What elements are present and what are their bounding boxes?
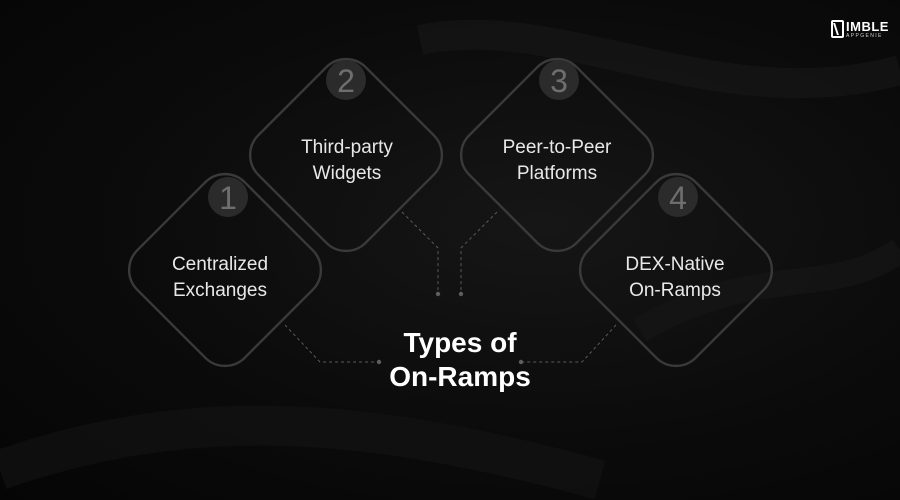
node-1-number: 1	[219, 180, 237, 216]
node-4-label-line2: On-Ramps	[629, 280, 721, 301]
background-wave-right	[633, 239, 900, 342]
diagram-title-line1: Types of	[403, 327, 517, 358]
connector-line-3	[460, 211, 498, 292]
background-wave-bottom	[0, 405, 606, 500]
brand-name: IMBLE	[846, 19, 889, 34]
node-2-diamond	[248, 57, 444, 253]
node-4-number-badge	[658, 177, 698, 217]
node-4-label: DEX-Native On-Ramps	[600, 252, 750, 304]
node-2-label-line2: Widgets	[312, 163, 382, 184]
node-4-number: 4	[669, 180, 687, 216]
node-2-label: Third-party Widgets	[272, 135, 422, 187]
node-3-number-badge	[539, 60, 579, 100]
node-2-number-badge	[326, 60, 366, 100]
brand-logo: IMBLE APPGENIE	[831, 18, 888, 42]
connector-dot-2	[435, 291, 441, 297]
brand-subtitle: APPGENIE	[846, 33, 883, 39]
node-3-label-line2: Platforms	[516, 163, 598, 184]
node-1-label-line2: Exchanges	[172, 280, 267, 301]
node-2-label-line1: Third-party	[301, 137, 393, 158]
node-1-label: Centralized Exchanges	[145, 252, 295, 304]
node-1-number-badge	[208, 177, 248, 217]
diagram-title-line2: On-Ramps	[389, 361, 531, 392]
diagram-title: Types of On-Ramps	[340, 326, 580, 394]
node-2-number: 2	[337, 63, 355, 99]
connector-line-1	[284, 324, 378, 363]
node-1-diamond	[127, 172, 323, 368]
background-wave-top	[416, 19, 900, 99]
node-3-label: Peer-to-Peer Platforms	[482, 135, 632, 187]
connector-line-2	[401, 211, 439, 292]
brand-logo-icon	[831, 20, 844, 38]
node-3-diamond	[459, 57, 655, 253]
connector-dot-1	[376, 359, 382, 365]
connector-dot-3	[458, 291, 464, 297]
node-3-number: 3	[550, 63, 568, 99]
connector-line-4	[522, 324, 617, 363]
node-1-label-line1: Centralized	[171, 254, 269, 275]
node-3-label-line1: Peer-to-Peer	[502, 137, 612, 158]
node-4-label-line1: DEX-Native	[625, 254, 725, 275]
connector-dot-4	[518, 359, 524, 365]
node-4-diamond	[578, 172, 774, 368]
